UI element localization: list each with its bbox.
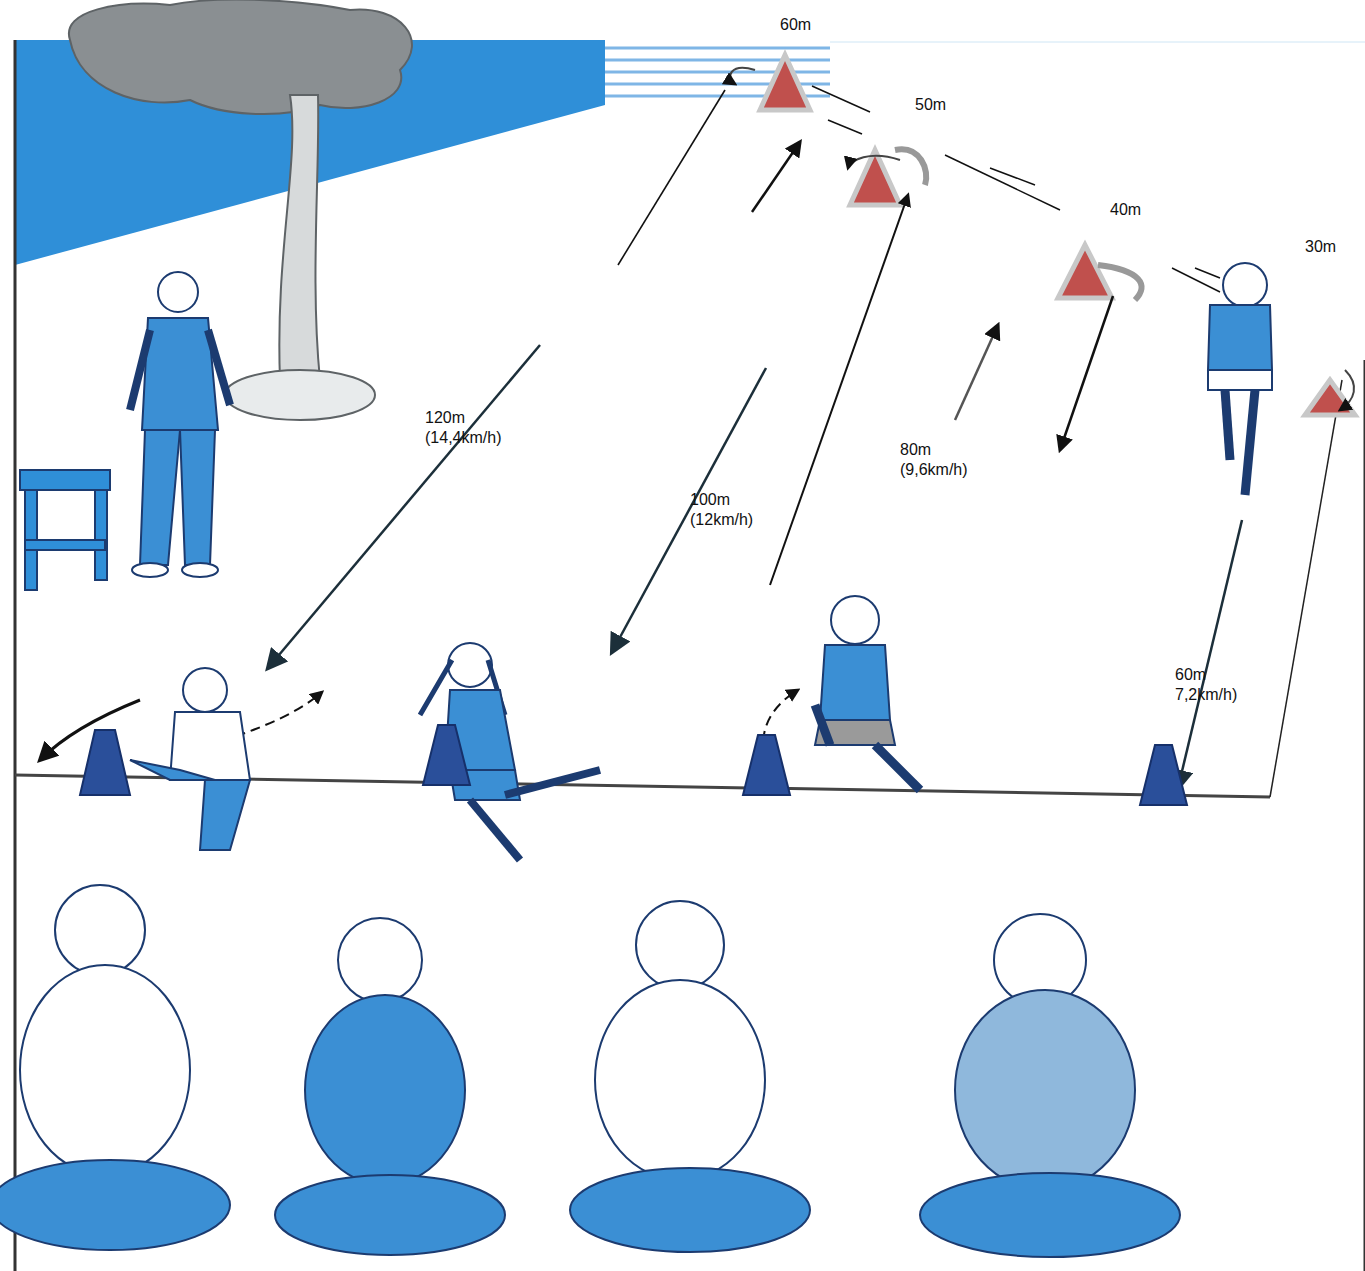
- coach-figure: [130, 272, 230, 577]
- turn-arrow: [1098, 265, 1142, 300]
- legs: [570, 1168, 810, 1252]
- head: [158, 272, 198, 312]
- run-lines: [40, 90, 1242, 788]
- run-line: [1178, 520, 1242, 788]
- cone: [423, 725, 470, 785]
- tick-line: [990, 168, 1035, 185]
- tree-canopy: [69, 0, 412, 114]
- head: [183, 668, 227, 712]
- link-line: [945, 155, 1060, 210]
- head: [636, 901, 724, 989]
- leg: [180, 430, 215, 565]
- turn-arrow: [730, 68, 755, 84]
- head: [55, 885, 145, 975]
- head: [1223, 263, 1267, 307]
- head: [831, 596, 879, 644]
- leg: [505, 770, 600, 795]
- body: [595, 980, 765, 1180]
- cone: [1140, 745, 1187, 805]
- seated-children: [0, 885, 1180, 1257]
- tick-line: [828, 120, 862, 134]
- link-line: [1172, 268, 1220, 292]
- runner: [1208, 263, 1272, 495]
- leg: [1225, 390, 1230, 460]
- cones: [80, 725, 1187, 805]
- turn-arrows: [730, 68, 1354, 410]
- legs: [0, 1160, 230, 1250]
- tree-trunk: [279, 95, 320, 380]
- run-line: [612, 368, 766, 652]
- stripe-line: [605, 71, 830, 74]
- legs: [275, 1175, 505, 1255]
- torso: [820, 645, 890, 720]
- distance-label: 120m (14,4km/h): [425, 408, 517, 448]
- leg: [470, 800, 520, 860]
- bench-bar: [25, 540, 105, 550]
- head: [338, 918, 422, 1002]
- stripe-line: [605, 59, 830, 62]
- distance-label: 60m 7,2km/h): [1175, 665, 1251, 705]
- turn-marker: [760, 55, 810, 110]
- body: [20, 965, 190, 1175]
- frame-line: [14, 40, 17, 1271]
- distance-label: 60m: [780, 15, 840, 35]
- run-line: [618, 90, 725, 265]
- run-arrow: [1060, 296, 1113, 450]
- body: [955, 990, 1135, 1190]
- legs: [920, 1173, 1180, 1257]
- bench: [20, 470, 110, 590]
- run-arrow: [955, 325, 998, 420]
- runner: [130, 668, 250, 850]
- runner: [815, 596, 920, 790]
- body: [305, 995, 465, 1185]
- distance-label: 30m: [1305, 237, 1363, 257]
- torso: [1208, 305, 1272, 370]
- distance-label: 100m (12km/h): [690, 490, 766, 530]
- leg: [140, 430, 180, 565]
- leg: [130, 760, 215, 780]
- leg: [815, 705, 830, 745]
- bench-top: [20, 470, 110, 490]
- leg: [875, 745, 920, 790]
- distance-label: 80m (9,6km/h): [900, 440, 982, 480]
- runner: [420, 643, 600, 860]
- run-arrow: [752, 142, 800, 212]
- leg: [200, 780, 250, 850]
- turn-arrow: [895, 149, 926, 185]
- bench-leg: [95, 490, 107, 580]
- turn-arrow: [1340, 370, 1354, 410]
- turn-arrow: [848, 156, 900, 168]
- run-line: [770, 195, 908, 585]
- side-line: [1270, 380, 1342, 797]
- run-line: [268, 345, 540, 668]
- cone: [743, 735, 790, 795]
- tick-line: [1195, 268, 1220, 278]
- cone: [80, 730, 130, 795]
- shoe: [132, 563, 168, 577]
- arm: [208, 330, 230, 405]
- distance-label: 50m: [915, 95, 975, 115]
- arm: [130, 330, 150, 410]
- shorts: [1208, 370, 1272, 390]
- tree-base: [225, 370, 375, 420]
- leg: [1245, 390, 1255, 495]
- turn-marker: [1305, 380, 1355, 415]
- marker-links: [812, 86, 1220, 292]
- head: [448, 643, 492, 687]
- distance-label: 40m: [1110, 200, 1170, 220]
- link-line: [812, 86, 870, 112]
- stripe-line: [605, 47, 830, 50]
- frame-line: [1364, 360, 1365, 1271]
- shoe: [182, 563, 218, 577]
- top-edge: [830, 42, 1365, 43]
- turn-marker: [1058, 245, 1112, 298]
